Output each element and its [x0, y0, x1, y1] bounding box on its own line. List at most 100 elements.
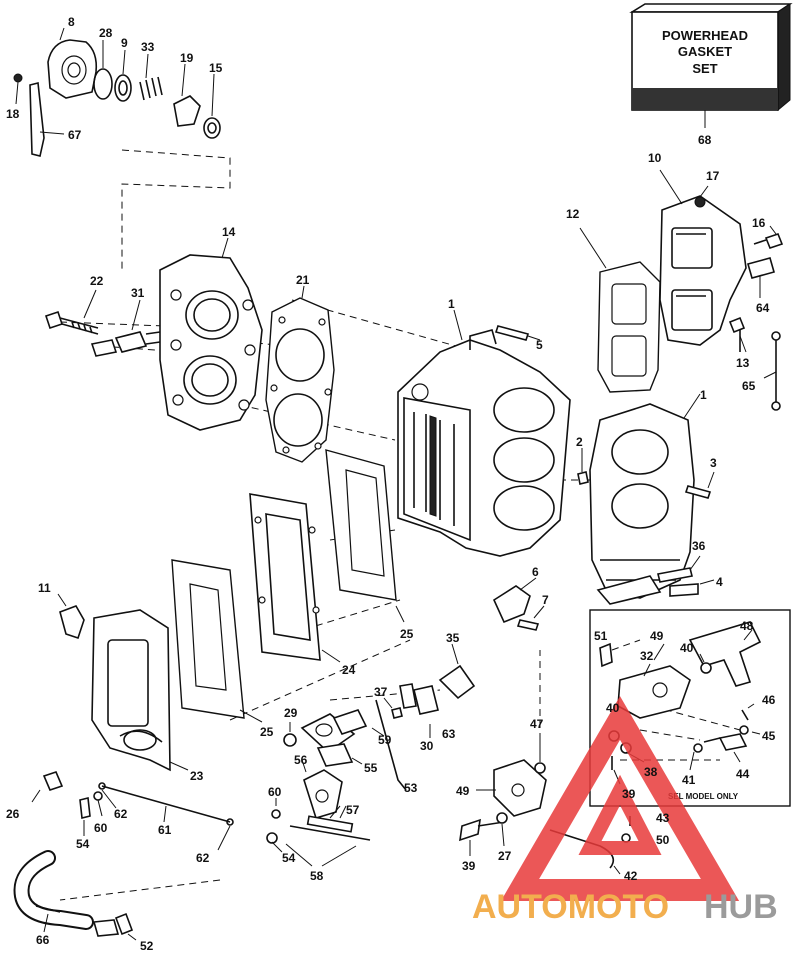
part-label: 26 — [6, 807, 20, 821]
part-label: 15 — [209, 61, 223, 75]
part-label: 30 — [420, 739, 434, 753]
part-label: 54 — [282, 851, 296, 865]
part-label: 50 — [656, 833, 670, 847]
part-label: 60 — [94, 821, 108, 835]
part-label: 24 — [342, 663, 356, 677]
part-label: 13 — [736, 356, 750, 370]
exhaust-cover — [249, 493, 341, 663]
part-label: 6 — [532, 565, 539, 579]
part-label: 14 — [222, 225, 236, 239]
part-label: 1 — [448, 297, 455, 311]
part-label: 44 — [736, 767, 750, 781]
part-label: 22 — [90, 274, 104, 288]
part-label: 40 — [680, 641, 694, 655]
intake-gasket — [579, 227, 661, 393]
part-label: 2 — [576, 435, 583, 449]
part-label: 16 — [752, 216, 766, 230]
part-label: 9 — [121, 36, 128, 50]
part-label: 31 — [131, 286, 145, 300]
part-label: 19 — [180, 51, 194, 65]
kit-box-line3: SET — [692, 61, 717, 76]
part-label: 39 — [462, 859, 476, 873]
part-label: 58 — [310, 869, 324, 883]
part-label: 55 — [364, 761, 378, 775]
part-label: 45 — [762, 729, 776, 743]
select-model-inset: SEL MODEL ONLY — [589, 609, 791, 843]
part-label: 25 — [400, 627, 414, 641]
part-label: 56 — [294, 753, 308, 767]
part-label: 1 — [700, 388, 707, 402]
part-label: 37 — [374, 685, 388, 699]
intake-manifold — [659, 169, 784, 411]
linkage-bracket-parts — [266, 577, 545, 867]
part-label: 51 — [594, 629, 608, 643]
watermark-text-hub: HUB — [704, 888, 778, 926]
part-label: 39 — [622, 787, 636, 801]
part-label: 47 — [530, 717, 544, 731]
head-bolt-and-spark-plug — [44, 289, 161, 357]
bearing-housing-group — [13, 27, 221, 157]
part-number-labels: 8 28 9 33 19 15 18 67 14 22 31 21 1 5 12… — [6, 15, 776, 953]
kit-box-line2: GASKET — [678, 44, 732, 59]
part-label: 35 — [446, 631, 460, 645]
part-label: 59 — [378, 733, 392, 747]
part-label: 66 — [36, 933, 50, 947]
hose-and-fitting — [13, 850, 137, 941]
part-label: 11 — [38, 581, 51, 595]
part-label: 7 — [542, 593, 549, 607]
exhaust-gasket-upper — [325, 449, 405, 623]
throttle-bracket-lower — [459, 736, 621, 875]
kit-box-line1: POWERHEAD — [662, 28, 748, 43]
part-label: 38 — [644, 765, 658, 779]
part-label: 4 — [716, 575, 723, 589]
part-label: 46 — [762, 693, 776, 707]
cylinder-block — [397, 309, 571, 557]
part-label: 62 — [196, 851, 210, 865]
part-label: 12 — [566, 207, 580, 221]
part-label: 43 — [656, 811, 670, 825]
part-label: 36 — [692, 539, 706, 553]
watermark-text-auto: AUTOMOTO — [472, 888, 669, 926]
part-label: 53 — [404, 781, 418, 795]
part-label: 42 — [624, 869, 638, 883]
part-label: 21 — [296, 273, 310, 287]
part-label: 8 — [68, 15, 75, 29]
part-label: 63 — [442, 727, 456, 741]
fuel-line-parts — [31, 771, 234, 851]
automotohub-watermark: AUTOMOTO HUB — [472, 696, 778, 926]
part-label-68: 68 — [698, 133, 712, 147]
part-label: 57 — [346, 803, 360, 817]
part-label: 40 — [606, 701, 620, 715]
part-label: 54 — [76, 837, 90, 851]
part-label: 61 — [158, 823, 172, 837]
dowel-pin — [494, 325, 541, 341]
part-label: 49 — [456, 784, 470, 798]
part-label: 49 — [650, 629, 664, 643]
part-label: 52 — [140, 939, 154, 953]
inset-caption: SEL MODEL ONLY — [668, 792, 739, 801]
part-label: 64 — [756, 301, 770, 315]
head-gasket — [265, 285, 335, 463]
cylinder-head — [159, 237, 263, 431]
part-label: 65 — [742, 379, 756, 393]
part-label: 62 — [114, 807, 128, 821]
part-label: 10 — [648, 151, 662, 165]
part-label: 33 — [141, 40, 155, 54]
part-label: 32 — [640, 649, 654, 663]
bypass-cover — [57, 593, 189, 772]
part-label: 29 — [284, 706, 298, 720]
part-label: 5 — [536, 338, 543, 352]
part-label: 23 — [190, 769, 204, 783]
exhaust-gasket-lower — [171, 559, 263, 723]
part-label: 17 — [706, 169, 720, 183]
crankcase-half — [577, 393, 715, 605]
part-label: 28 — [99, 26, 113, 40]
part-label: 41 — [682, 773, 696, 787]
part-label: 67 — [68, 128, 82, 142]
part-label: 25 — [260, 725, 274, 739]
part-label: 18 — [6, 107, 20, 121]
part-label: 60 — [268, 785, 282, 799]
powerhead-gasket-set-box: POWERHEAD GASKET SET 68 — [629, 3, 793, 147]
part-label: 27 — [498, 849, 512, 863]
